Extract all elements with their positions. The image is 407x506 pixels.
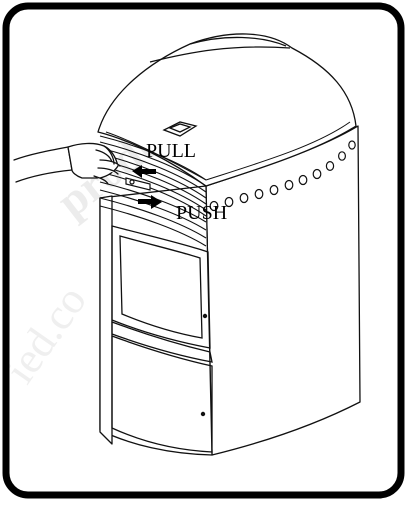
fire-door — [111, 225, 211, 349]
side-vent-holes — [209, 140, 356, 212]
stove-top-seam — [149, 36, 291, 63]
stove-left-strip — [99, 195, 113, 445]
damper-lever — [125, 177, 151, 191]
lid-details — [105, 121, 351, 181]
stove-front-lower — [99, 185, 213, 456]
knuckle — [103, 145, 115, 165]
push-arrow-icon — [138, 195, 162, 209]
figure-frame — [2, 2, 405, 499]
pull-label: PULL — [146, 140, 196, 162]
door-glass — [119, 235, 203, 339]
finger-2 — [97, 167, 119, 175]
drawer-latch — [200, 411, 206, 417]
watermark-bottom-text: ied.co — [0, 277, 96, 392]
hopper-handle — [162, 121, 198, 137]
pellet-stove — [97, 33, 361, 456]
push-label: PUSH — [176, 202, 227, 224]
pull-arrow-icon — [132, 165, 156, 178]
door-latch — [202, 313, 208, 319]
finger-3 — [93, 175, 109, 185]
ash-drawer — [111, 321, 213, 453]
finger-1 — [99, 159, 121, 167]
hand-icon — [13, 142, 121, 185]
door-outer — [111, 225, 211, 349]
stove-top-lid — [97, 33, 357, 187]
thumb — [95, 149, 113, 163]
